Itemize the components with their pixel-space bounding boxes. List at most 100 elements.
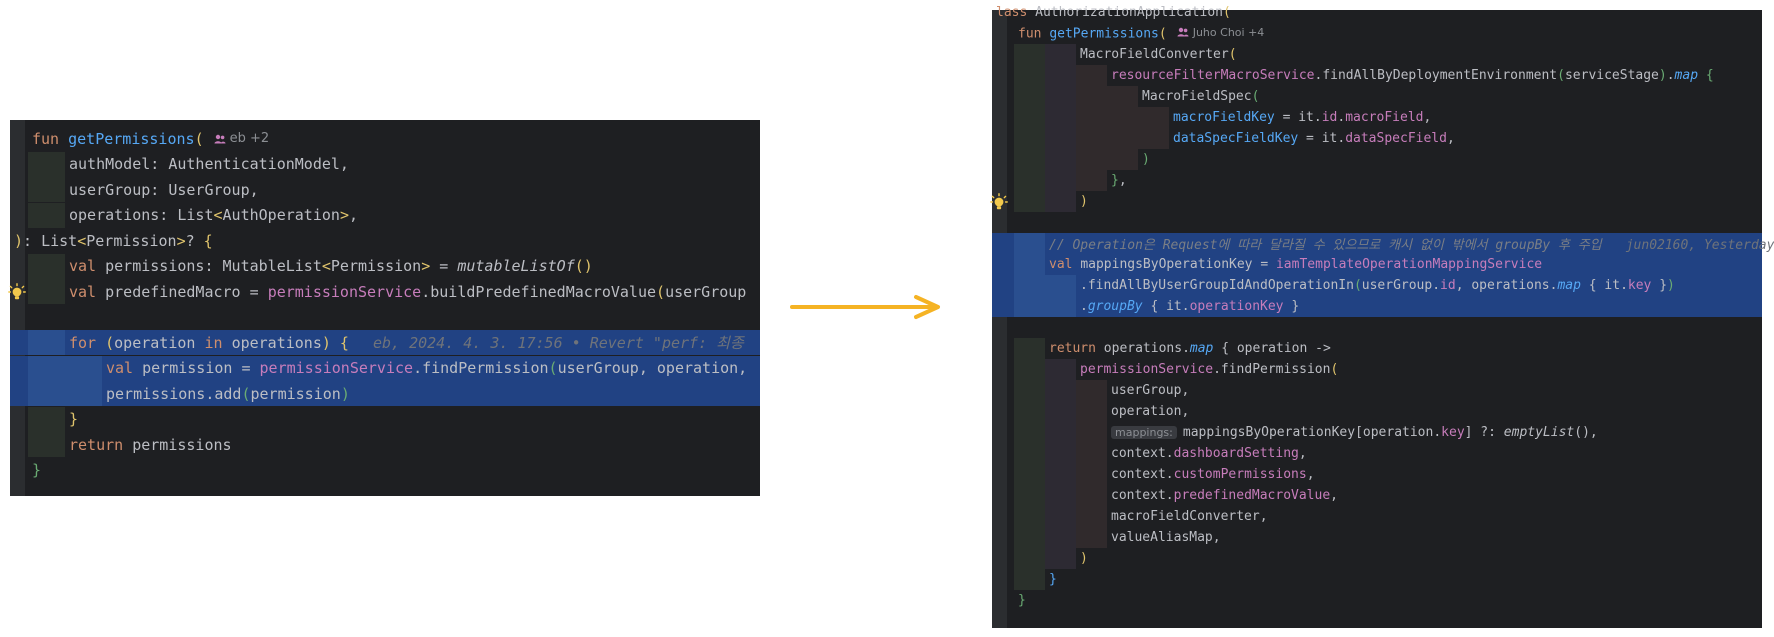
code-text[interactable]: userGroup, (1107, 383, 1189, 398)
code-text[interactable]: resourceFilterMacroService.findAllByDepl… (1107, 68, 1714, 83)
code-line[interactable]: MacroFieldConverter( (992, 44, 1762, 65)
code-text[interactable]: val predefinedMacro = permissionService.… (65, 283, 746, 301)
code-text[interactable]: ) (1138, 152, 1150, 167)
code-text[interactable]: permissionService.findPermission( (1076, 362, 1338, 377)
code-token: context. (1111, 488, 1174, 503)
code-line[interactable]: operations: List<AuthOperation>, (10, 202, 760, 228)
code-text[interactable]: } (28, 461, 41, 479)
code-token: < (213, 206, 223, 224)
code-line[interactable]: resourceFilterMacroService.findAllByDepl… (992, 65, 1762, 86)
code-line[interactable]: MacroFieldSpec( (992, 86, 1762, 107)
code-line[interactable]: permissionService.findPermission( (992, 359, 1762, 380)
code-line[interactable]: fun getPermissions(Juho Choi +4 (992, 23, 1762, 44)
code-text[interactable]: context.customPermissions, (1107, 467, 1315, 482)
code-line[interactable]: ) (992, 191, 1762, 212)
code-text[interactable]: for (operation in operations) {eb, 2024.… (65, 332, 744, 353)
code-line[interactable]: ) (992, 149, 1762, 170)
code-text[interactable]: macroFieldKey = it.id.macroField, (1169, 110, 1431, 125)
code-text[interactable]: } (1045, 572, 1057, 587)
code-text[interactable]: val mappingsByOperationKey = iamTemplate… (1045, 257, 1542, 272)
code-token: ( (1222, 5, 1231, 20)
code-line[interactable]: val mappingsByOperationKey = iamTemplate… (992, 254, 1762, 275)
indent-guide (1045, 107, 1076, 128)
code-vision-authors[interactable]: eb +2 (204, 131, 269, 146)
code-line[interactable]: context.dashboardSetting, (992, 443, 1762, 464)
code-text[interactable]: MacroFieldSpec( (1138, 89, 1259, 104)
code-line[interactable]: macroFieldKey = it.id.macroField, (992, 107, 1762, 128)
code-text[interactable]: fun getPermissions(eb +2 (28, 130, 269, 148)
code-text[interactable]: .groupBy { it.operationKey } (1076, 299, 1299, 314)
code-line[interactable]: valueAliasMap, (992, 527, 1762, 548)
code-text[interactable]: userGroup: UserGroup, (65, 181, 259, 199)
code-line[interactable]: operation, (992, 401, 1762, 422)
code-text[interactable]: ) (1076, 551, 1088, 566)
code-line[interactable] (10, 305, 760, 330)
code-line[interactable]: lass AuthorizationApplication( (992, 2, 1762, 23)
code-text[interactable]: context.dashboardSetting, (1107, 446, 1307, 461)
code-text[interactable]: .findAllByUserGroupIdAndOperationIn(user… (1076, 278, 1675, 293)
line-gutter-space (992, 44, 1014, 65)
code-line[interactable]: val permissions: MutableList<Permission>… (10, 253, 760, 279)
code-line[interactable]: authModel: AuthenticationModel, (10, 151, 760, 177)
code-text[interactable]: mappings:mappingsByOperationKey[operatio… (1107, 425, 1598, 440)
code-line[interactable]: // Operation은 Request에 따라 달라질 수 있으므로 캐시 … (992, 233, 1774, 254)
code-line[interactable] (992, 212, 1762, 233)
code-line[interactable]: val predefinedMacro = permissionService.… (10, 279, 760, 304)
code-text[interactable]: val permission = permissionService.findP… (102, 359, 747, 377)
code-vision-authors[interactable]: Juho Choi +4 (1167, 26, 1264, 39)
code-text[interactable]: operations: List<AuthOperation>, (65, 206, 358, 224)
code-token: permissionService (1080, 362, 1214, 377)
code-line[interactable]: macroFieldConverter, (992, 506, 1762, 527)
code-text[interactable]: }, (1107, 173, 1127, 188)
code-text[interactable]: return permissions (65, 436, 232, 454)
code-text[interactable]: } (1014, 593, 1026, 608)
code-text[interactable]: fun getPermissions(Juho Choi +4 (1014, 26, 1264, 42)
code-line[interactable]: val permission = permissionService.findP… (10, 355, 760, 381)
code-text[interactable]: valueAliasMap, (1107, 530, 1221, 545)
code-token: MacroFieldSpec (1142, 89, 1252, 104)
code-text[interactable]: ) (1076, 194, 1088, 209)
code-line[interactable]: .findAllByUserGroupIdAndOperationIn(user… (992, 275, 1762, 296)
lightbulb-icon[interactable] (8, 282, 26, 301)
line-gutter-space (992, 296, 1014, 317)
code-line[interactable]: mappings:mappingsByOperationKey[operatio… (992, 422, 1762, 443)
code-line[interactable] (992, 317, 1762, 338)
code-text[interactable]: return operations.map { operation -> (1045, 341, 1331, 356)
indent-guide (1076, 65, 1107, 86)
code-text[interactable]: dataSpecFieldKey = it.dataSpecField, (1169, 131, 1455, 146)
code-line[interactable]: fun getPermissions(eb +2 (10, 126, 760, 151)
code-text[interactable]: lass AuthorizationApplication( (992, 5, 1231, 20)
code-line[interactable]: return permissions (10, 432, 760, 457)
code-line[interactable]: } (992, 590, 1762, 611)
code-text[interactable]: permissions.add(permission) (102, 385, 350, 403)
code-line[interactable]: return operations.map { operation -> (992, 338, 1762, 359)
code-line[interactable]: } (10, 458, 760, 483)
code-line[interactable]: for (operation in operations) {eb, 2024.… (10, 330, 760, 355)
indent-guide (1014, 506, 1045, 527)
code-text[interactable]: // Operation은 Request에 따라 달라질 수 있으므로 캐시 … (1045, 234, 1774, 253)
code-line[interactable]: } (10, 406, 760, 432)
indent-guide (1045, 65, 1076, 86)
code-line[interactable]: context.customPermissions, (992, 464, 1762, 485)
code-line[interactable]: permissions.add(permission) (10, 381, 760, 406)
code-text[interactable]: context.predefinedMacroValue, (1107, 488, 1338, 503)
code-line[interactable]: dataSpecFieldKey = it.dataSpecField, (992, 128, 1762, 149)
code-line[interactable]: ) (992, 548, 1762, 569)
lightbulb-icon[interactable] (990, 192, 1008, 211)
code-text[interactable]: operation, (1107, 404, 1189, 419)
code-text[interactable]: ): List<Permission>? { (10, 232, 213, 250)
code-line[interactable]: userGroup, (992, 380, 1762, 401)
code-text[interactable]: authModel: AuthenticationModel, (65, 155, 349, 173)
code-line[interactable]: ): List<Permission>? { (10, 228, 760, 253)
code-line[interactable]: userGroup: UserGroup, (10, 177, 760, 202)
code-line[interactable]: } (992, 569, 1762, 590)
code-text[interactable]: macroFieldConverter, (1107, 509, 1268, 524)
code-token: userGroup: UserGroup, (69, 180, 259, 199)
code-line[interactable]: }, (992, 170, 1762, 191)
code-text[interactable]: } (65, 410, 78, 428)
code-line[interactable]: .groupBy { it.operationKey } (992, 296, 1762, 317)
code-text[interactable]: val permissions: MutableList<Permission>… (65, 257, 593, 275)
code-line[interactable]: context.predefinedMacroValue, (992, 485, 1762, 506)
code-text[interactable]: MacroFieldConverter( (1076, 47, 1237, 62)
indent-guide (28, 381, 65, 406)
